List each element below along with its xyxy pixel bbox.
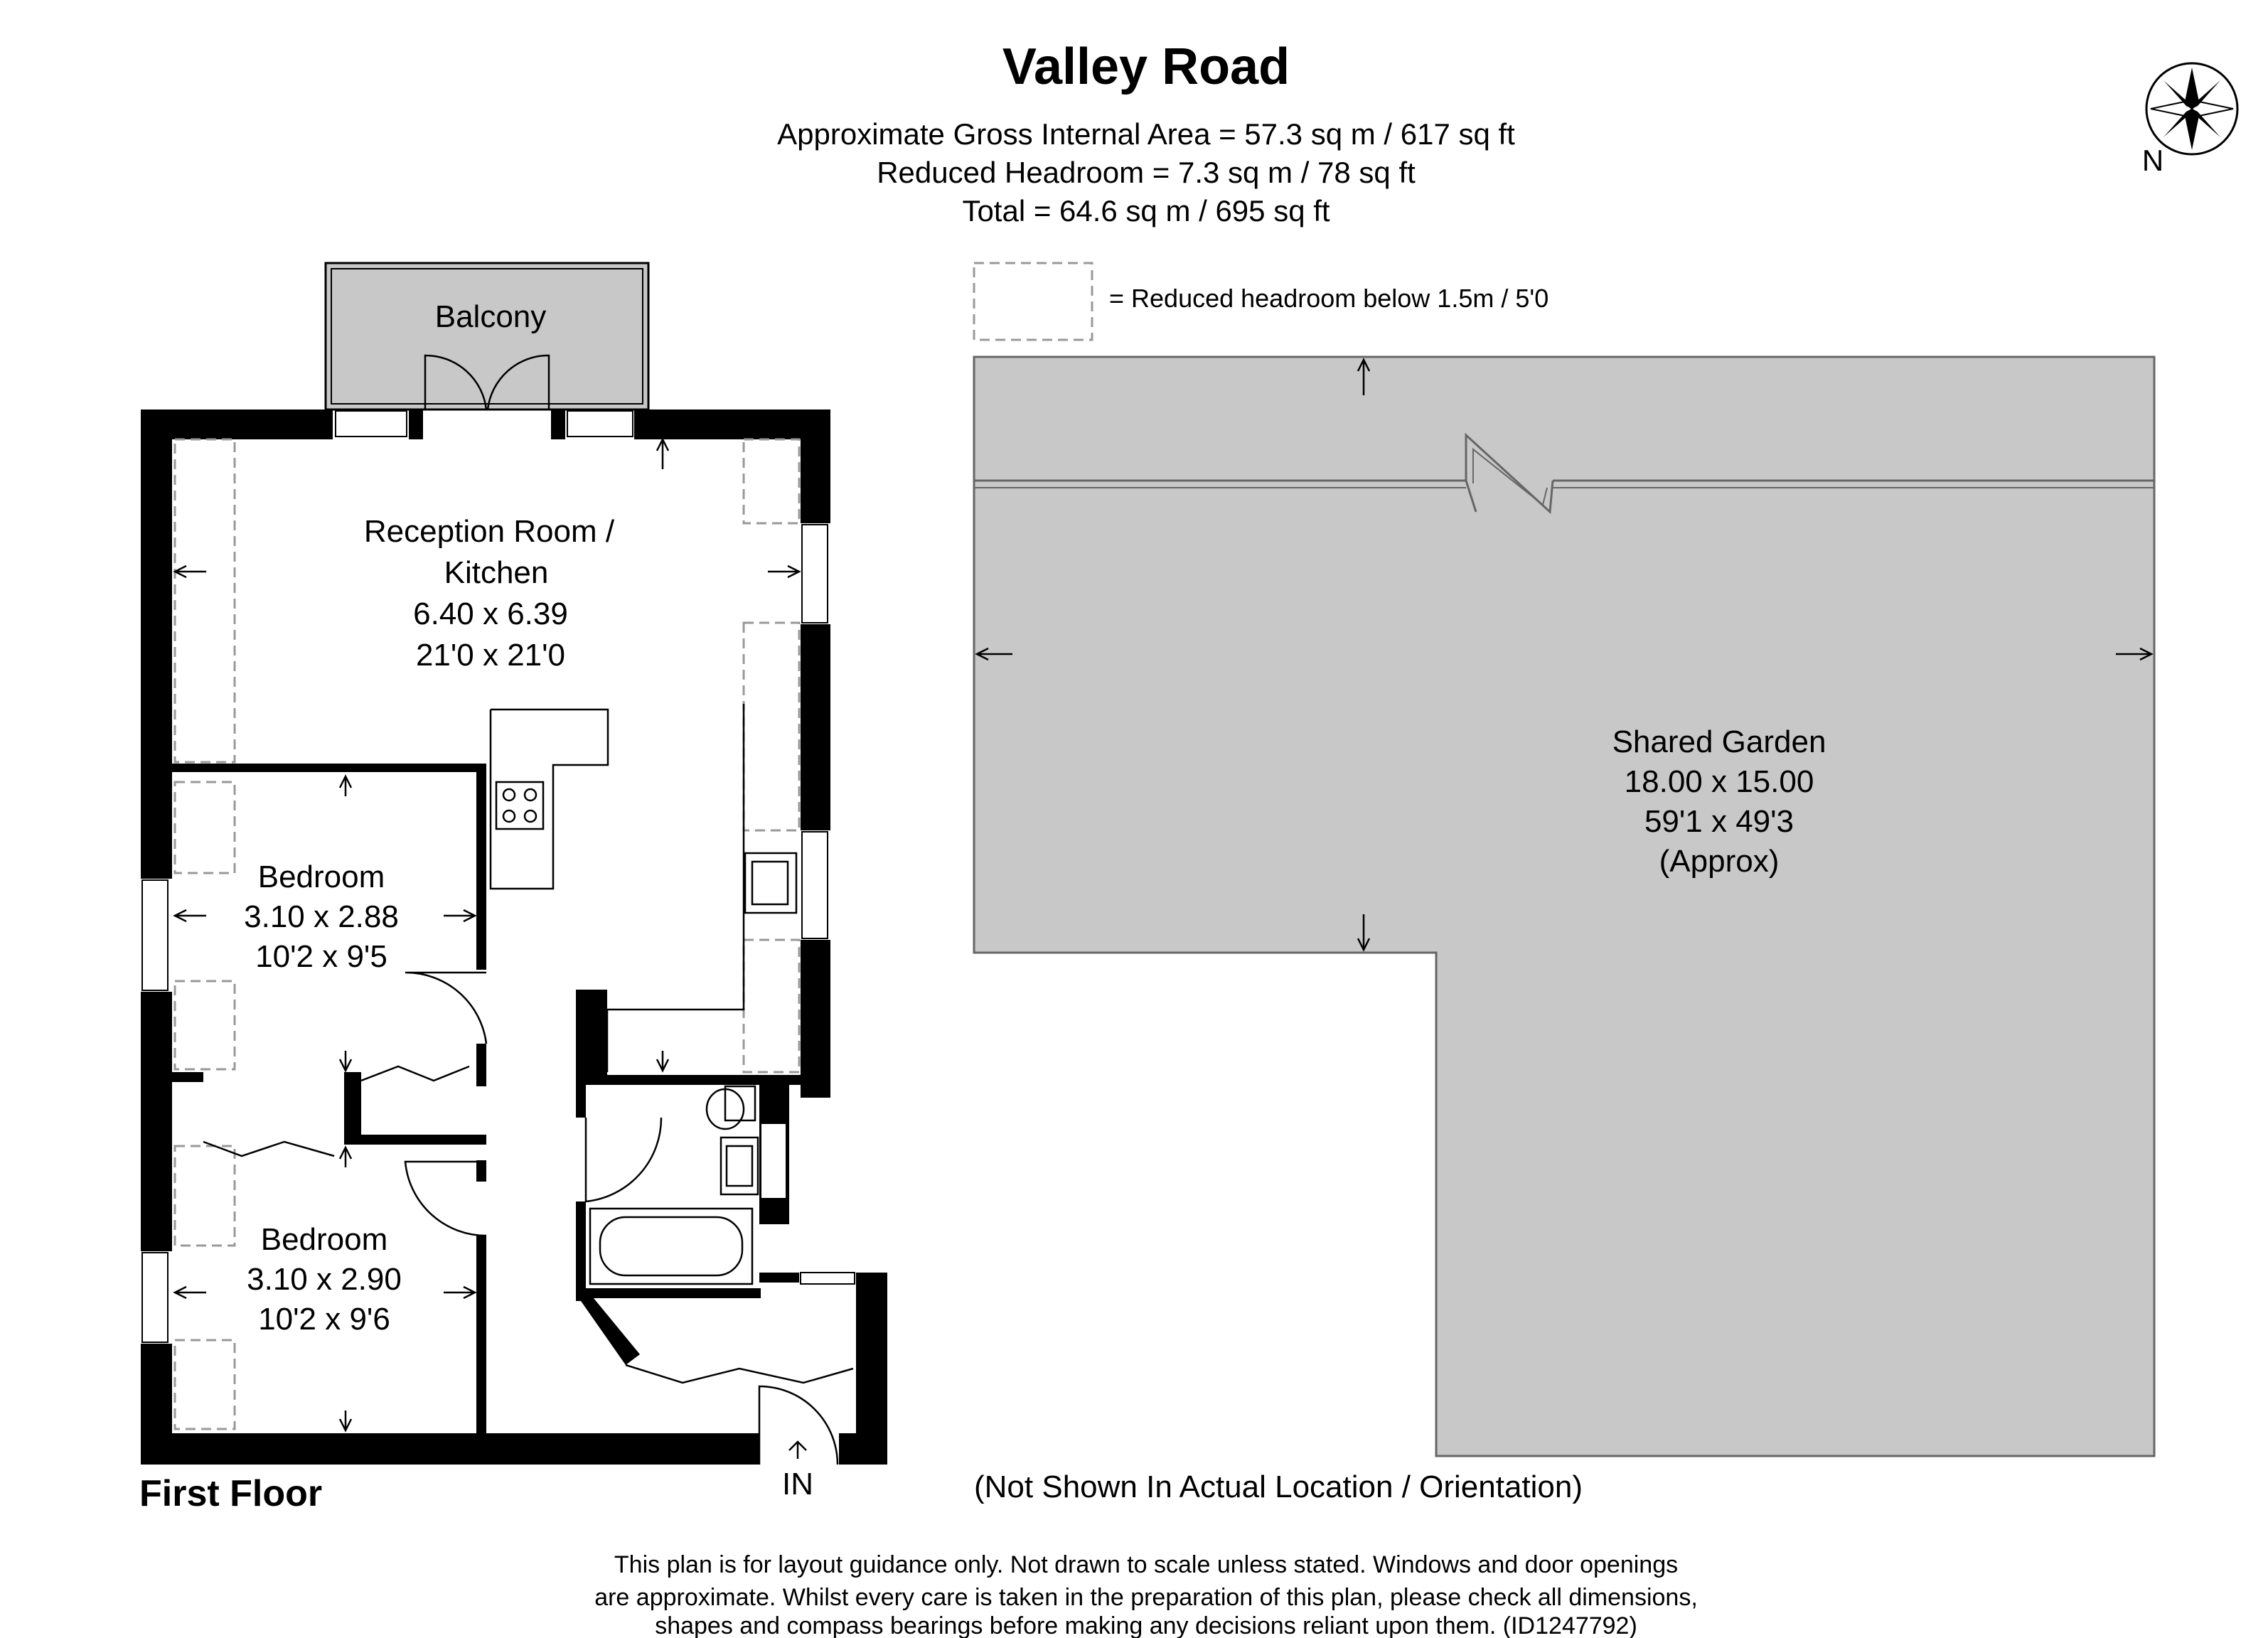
disclaimer-line1: This plan is for layout guidance only. N…	[614, 1551, 1678, 1578]
disclaimer-line3: shapes and compass bearings before makin…	[655, 1612, 1637, 1638]
sink-icon	[744, 852, 798, 914]
garden-dimension-arrows	[975, 358, 2154, 952]
garden-label: Shared Garden	[1612, 724, 1826, 759]
entrance-door[interactable]	[758, 1385, 839, 1465]
bedroom1-dimensions-imperial: 10'2 x 9'5	[255, 939, 387, 974]
bathtub-icon	[589, 1207, 754, 1285]
reception-dimensions-metric: 6.40 x 6.39	[413, 596, 568, 631]
balcony-label: Balcony	[435, 299, 547, 334]
bedroom2-label: Bedroom	[261, 1222, 388, 1257]
compass-rose-icon	[2145, 62, 2239, 156]
garden-dimensions-metric: 18.00 x 15.00	[1625, 764, 1814, 799]
hob-icon	[495, 781, 545, 830]
reception-dimensions-imperial: 21'0 x 21'0	[416, 638, 565, 673]
reception-label-line1: Reception Room /	[364, 514, 615, 549]
shared-garden	[973, 355, 2156, 1457]
balcony-door	[424, 354, 550, 410]
reduced-headroom-legend-text: = Reduced headroom below 1.5m / 5'0	[1109, 284, 1548, 313]
compass-north-label: N	[2142, 144, 2163, 177]
kitchen-units	[489, 704, 745, 1072]
floor-label: First Floor	[139, 1473, 322, 1514]
total-area-line: Total = 64.6 sq m / 695 sq ft	[962, 194, 1330, 228]
balcony	[324, 262, 650, 411]
entrance-label: IN	[782, 1467, 813, 1502]
garden-approx-note: (Approx)	[1659, 844, 1780, 879]
reception-label-line2: Kitchen	[444, 555, 549, 590]
bedroom2-dimensions-metric: 3.10 x 2.90	[247, 1262, 402, 1297]
orientation-note: (Not Shown In Actual Location / Orientat…	[974, 1470, 1583, 1504]
bedroom2-dimensions-imperial: 10'2 x 9'6	[258, 1302, 390, 1337]
dimension-arrows	[173, 437, 801, 1433]
disclaimer-line2: are approximate. Whilst every care is ta…	[594, 1584, 1698, 1611]
bedroom1-label: Bedroom	[258, 860, 385, 894]
reduced-headroom-legend-swatch	[973, 262, 1093, 341]
gross-area-line: Approximate Gross Internal Area = 57.3 s…	[777, 117, 1515, 151]
basin-icon	[720, 1136, 759, 1196]
reduced-headroom-line: Reduced Headroom = 7.3 sq m / 78 sq ft	[877, 156, 1416, 189]
bedroom1-dimensions-metric: 3.10 x 2.88	[244, 899, 399, 934]
apartment-walls	[141, 410, 887, 1465]
toilet-icon	[705, 1085, 756, 1130]
windows	[141, 410, 855, 1343]
interior-doors	[203, 971, 854, 1384]
garden-dimensions-imperial: 59'1 x 49'3	[1644, 804, 1794, 839]
plan-title: Valley Road	[1002, 38, 1290, 95]
